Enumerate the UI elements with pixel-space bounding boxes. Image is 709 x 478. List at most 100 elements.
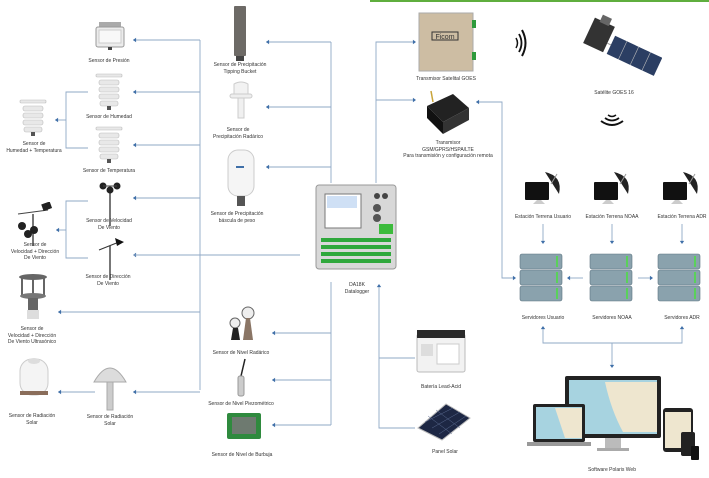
label-line: De Viento Ultrasónico [7, 339, 57, 345]
label-line: Sensor de Presión [88, 58, 130, 64]
radiation-shield-icon [94, 125, 124, 170]
level-sensor-piezometric-label: Sensor de Nivel Piezométrico [208, 401, 274, 408]
arrow-head [133, 142, 137, 148]
ground-station-user-label: Estación Terrena Usuario [515, 214, 571, 221]
svg-text:Ficom: Ficom [435, 34, 454, 41]
goes-transmitter-icon: Ficom [418, 12, 476, 77]
connector-line [542, 328, 683, 344]
label-line: Sensor de Radiación [86, 414, 134, 420]
label-line: De Viento [97, 280, 119, 287]
arrow-head [567, 275, 571, 281]
label-line: Servidores ADR [664, 315, 700, 321]
satellite-goes-16-label: Satélite GOES 16 [594, 90, 633, 97]
label-line: Sensor de Dirección [85, 274, 131, 280]
label-line: Sensor de [20, 326, 44, 332]
ultrasonic-anemometer-icon [17, 272, 49, 327]
goes-transmitter-label: Transmisor Satelital GOES [416, 76, 476, 83]
humidity-sensor-label: Sensor de Humedad [86, 114, 132, 121]
label-line: Satélite GOES 16 [594, 90, 634, 96]
label-line: De Viento [98, 224, 120, 231]
servers-noaa-label: Servidores NOAA [592, 315, 631, 322]
label-line: Precipitación Radárico [212, 133, 264, 140]
arrow-head [412, 39, 416, 45]
label-line: GSM/GPRS/HSPA/LTE [422, 146, 474, 153]
devices-icon [525, 374, 701, 469]
label-line: Sensor de [22, 141, 46, 147]
label-line: Sensor de Humedad [86, 114, 132, 120]
label-line: Sensor de Radiación [8, 413, 56, 419]
label-line: Servidores NOAA [592, 315, 632, 321]
label-line: Para transmisión y configuración remota [403, 153, 493, 159]
label-line: Sensor de [226, 127, 250, 133]
arrow-head [133, 37, 137, 43]
label-line: Sensor de Precipitación [210, 211, 264, 217]
signal-waves-icon [513, 28, 529, 63]
header-bar [370, 0, 709, 2]
label-line: Transmisor [435, 140, 461, 146]
label-line: Sensor de Temperatura [82, 168, 136, 174]
radiation-shield-icon [18, 98, 48, 143]
ground-station-noaa-label: Estación Terrena NOAA [586, 214, 639, 221]
ground-station-icon [523, 170, 563, 211]
label-line: Velocidad + Dirección [10, 248, 60, 255]
piezometer-icon [233, 358, 249, 403]
label-line: Estación Terrena NOAA [585, 214, 639, 220]
arrow-head [266, 164, 270, 170]
arrow-head [58, 389, 62, 395]
label-line: Sensor de [23, 242, 47, 248]
ground-station-icon [592, 170, 632, 211]
server-rack-icon [656, 252, 704, 309]
anemometer-icon [98, 180, 122, 233]
arrow-head [133, 389, 137, 395]
connector-line [375, 41, 415, 183]
servers-adr-label: Servidores ADR [664, 315, 700, 322]
arrow-head [56, 227, 60, 233]
arrow-head [266, 104, 270, 110]
label-line: Sensor de Nivel Piezométrico [208, 401, 274, 407]
label-line: Sensor de Nivel Radárico [212, 350, 270, 356]
anemometer-vane-icon [14, 201, 54, 253]
weighing-gauge-icon [226, 148, 256, 213]
label-line: Batería Lead-Acid [420, 384, 462, 390]
arrow-head [609, 240, 615, 244]
label-line: Tipping Bucket [223, 68, 257, 75]
label-line: Estación Terrena Usuario [514, 214, 572, 220]
datalogger-icon [315, 184, 397, 275]
solar-panel-icon [416, 402, 472, 447]
arrow-head [540, 240, 546, 244]
arrow-head [476, 99, 480, 105]
label-line: DA18K [349, 282, 365, 288]
battery-label: Batería Lead-Acid [421, 384, 461, 391]
label-line: báscula de peso [218, 217, 256, 224]
pressure-sensor-label: Sensor de Presión [88, 58, 129, 65]
pyranometer-icon [17, 355, 51, 404]
label-line: Solar [26, 419, 38, 426]
arrow-head [55, 117, 59, 123]
arrow-head [376, 284, 382, 288]
label-line: Solar [104, 420, 116, 427]
label-line: Humedad + Temperatura [6, 147, 62, 154]
arrow-head [512, 275, 516, 281]
arrow-head [272, 377, 276, 383]
arrow-head [679, 240, 685, 244]
pressure-sensor-icon [93, 20, 127, 57]
label-line: Panel Solar [432, 449, 458, 455]
level-sensor-radar-label: Sensor de Nivel Radárico [213, 350, 270, 357]
arrow-head [58, 309, 62, 315]
pyranometer-dome-icon [92, 358, 128, 419]
arrow-head [133, 89, 137, 95]
ground-station-adr-label: Estación Terrena ADR [657, 214, 706, 221]
arrow-head [412, 97, 416, 103]
temperature-sensor-label: Sensor de Temperatura [83, 168, 135, 175]
arrow-head [679, 326, 685, 330]
